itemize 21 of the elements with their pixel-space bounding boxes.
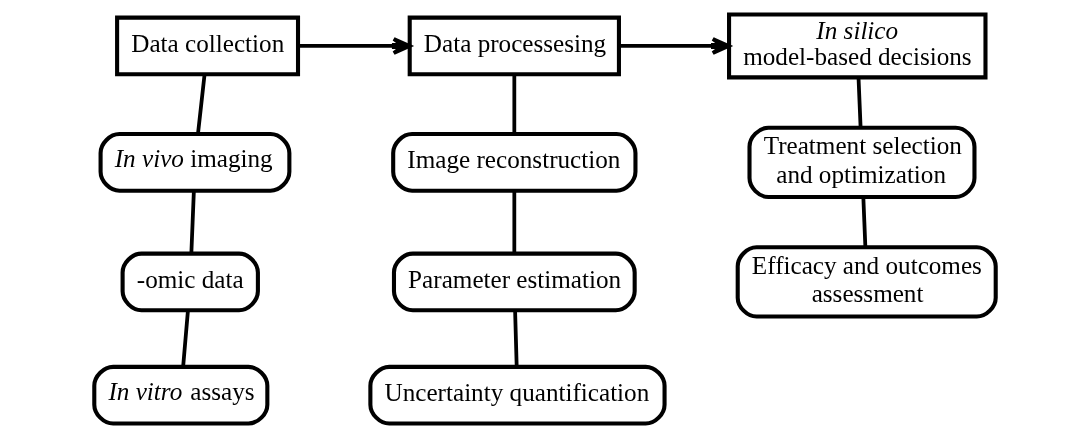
connector: [856, 77, 862, 128]
node-box: -omic data: [120, 251, 260, 313]
node-box: In silico model-based decisions: [726, 12, 988, 80]
connector: [180, 310, 190, 367]
arrow: [297, 37, 411, 55]
node-box: Data processesing: [407, 15, 621, 77]
node-box: In vivo imaging: [98, 132, 291, 193]
arrow: [619, 37, 730, 55]
connector: [511, 190, 516, 254]
node-box: Uncertainty quantification: [367, 364, 667, 426]
node-box: Treatment selection and optimization: [746, 125, 976, 200]
connector: [195, 74, 206, 134]
connector: [860, 196, 867, 248]
connector: [188, 190, 196, 254]
node-box: Data collection: [114, 15, 300, 77]
node-box: Parameter estimation: [391, 251, 637, 313]
connector: [512, 310, 519, 367]
node-box: In vitro assays: [91, 364, 269, 426]
connector: [511, 74, 516, 134]
node-box: Efficacy and outcomes assessment: [735, 245, 998, 319]
node-box: Image reconstruction: [390, 132, 637, 193]
